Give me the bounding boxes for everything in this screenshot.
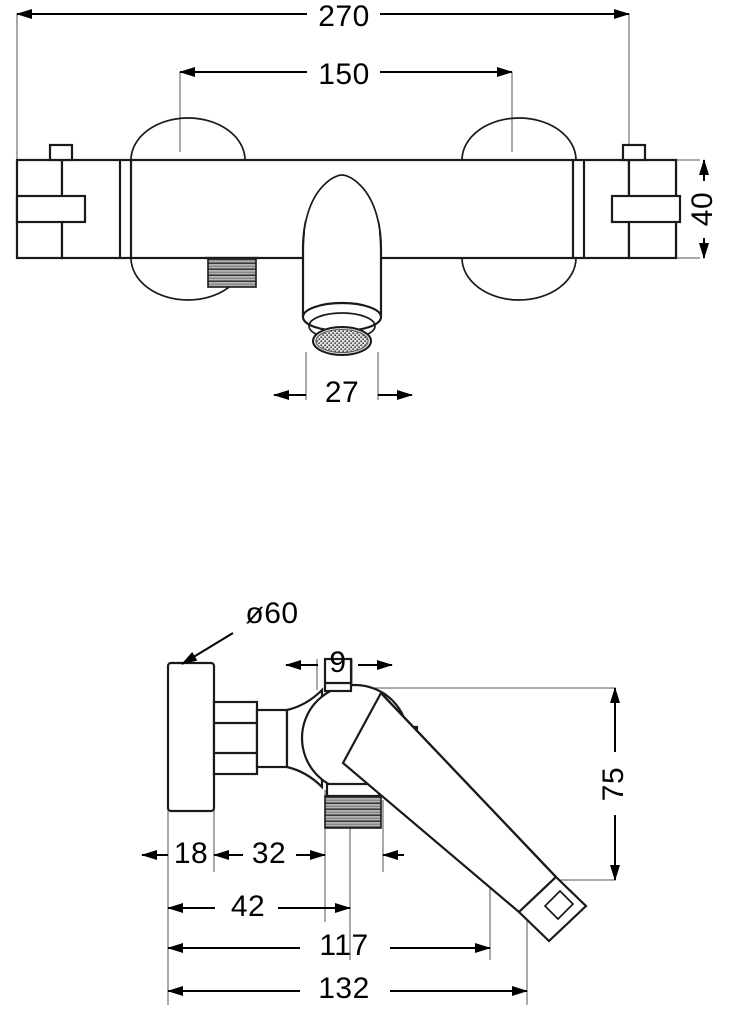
dimension-9-label: 9 <box>329 646 346 679</box>
handle-right <box>610 143 682 224</box>
dimension-42: 42 <box>167 890 351 923</box>
dimension-18: 18 <box>141 837 208 870</box>
dimension-75: 75 <box>597 687 630 881</box>
side-view: ø60 9 75 18 32 <box>141 597 630 1005</box>
dimension-270: 270 <box>16 0 630 33</box>
leader-d60: ø60 <box>181 597 298 665</box>
front-view: 270 150 40 27 <box>15 0 719 409</box>
spout-front <box>301 162 383 356</box>
dimension-117-label: 117 <box>319 929 368 962</box>
dimension-40-label: 40 <box>686 192 719 226</box>
shower-outlet-thread-side <box>324 782 382 829</box>
dimension-40: 40 <box>686 159 719 259</box>
dimension-d60-label: ø60 <box>245 597 298 630</box>
dimension-27-label: 27 <box>325 376 359 409</box>
shower-outlet-thread-front <box>205 256 259 288</box>
spout-side <box>341 691 588 943</box>
handle-left <box>15 143 87 224</box>
connector-nut <box>212 700 289 776</box>
dimension-27: 27 <box>273 376 413 409</box>
dimension-42-label: 42 <box>231 890 265 923</box>
dimension-132-label: 132 <box>318 972 370 1005</box>
knob-right <box>461 117 577 301</box>
dimension-9: 9 <box>285 646 393 679</box>
dimension-18-label: 18 <box>174 837 208 870</box>
escutcheon <box>166 661 216 813</box>
dimension-75-label: 75 <box>597 767 630 801</box>
dimension-32: 32 <box>213 837 326 870</box>
dimension-150-label: 150 <box>318 58 370 91</box>
top-stem <box>323 657 353 693</box>
dimension-270-label: 270 <box>318 0 370 33</box>
dimension-150: 150 <box>179 58 513 91</box>
dimension-132: 132 <box>167 972 528 1005</box>
dimension-117: 117 <box>167 929 491 962</box>
dimension-32-label: 32 <box>252 837 286 870</box>
